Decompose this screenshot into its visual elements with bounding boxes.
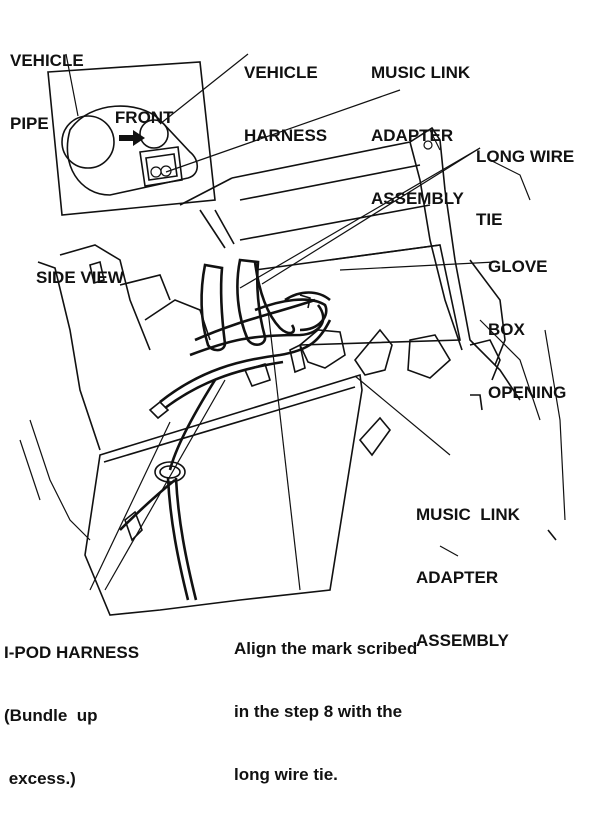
music-link-adapter-label-bottom: MUSIC LINK ADAPTER ASSEMBLY [416, 462, 520, 693]
glove-box-opening-label: GLOVE BOX OPENING [488, 214, 566, 445]
side-view-inset [47, 61, 235, 249]
diagram-canvas: VEHICLE PIPE VEHICLE HARNESS MUSIC LINK … [4, 8, 574, 788]
label-line: PIPE [10, 114, 49, 133]
label-line: ADAPTER [416, 568, 499, 587]
label-line: OPENING [488, 383, 567, 402]
vehicle-harness-label: VEHICLE HARNESS [244, 20, 327, 188]
harness-bundle [119, 291, 332, 531]
front-label: FRONT [96, 86, 173, 170]
label-line: GLOVE [488, 257, 548, 276]
label-line: VEHICLE [10, 51, 84, 70]
label-line: ASSEMBLY [416, 631, 509, 650]
label-line: ASSEMBLY [371, 189, 464, 208]
label-line: TIE [476, 210, 503, 229]
long-wire-ties [200, 258, 296, 352]
label-line: long wire tie. [234, 765, 338, 784]
label-line: LONG WIRE [476, 147, 575, 166]
label-line: (Bundle up [4, 706, 98, 725]
label-line: HARNESS [244, 126, 328, 145]
side-view-label: SIDE VIEW [36, 225, 124, 330]
label-line: BOX [488, 320, 525, 339]
ipod-harness-label: I-POD HARNESS (Bundle up excess.) [4, 600, 139, 831]
label-line: excess.) [4, 769, 76, 788]
align-mark-note: Align the mark scribed in the step 8 wit… [234, 596, 417, 827]
long-wire-tie-label: LONG WIRE TIE [476, 104, 574, 272]
label-line: Align the mark scribed [234, 639, 418, 658]
glove-box-door [84, 373, 363, 616]
label-line: SIDE VIEW [36, 268, 124, 287]
leader-lines [65, 53, 496, 591]
label-line: I-POD HARNESS [4, 643, 140, 662]
right-arrow-icon [118, 130, 145, 146]
music-link-adapter-label-top: MUSIC LINK ADAPTER ASSEMBLY [371, 20, 470, 251]
label-line: in the step 8 with the [234, 702, 403, 721]
left-console-outline [19, 244, 211, 541]
label-line: MUSIC LINK [371, 63, 471, 82]
installation-illustration [19, 53, 566, 616]
label-line: VEHICLE [244, 63, 318, 82]
label-line: MUSIC LINK [416, 505, 520, 524]
dashboard-outline [179, 126, 566, 557]
vehicle-pipe-label: VEHICLE PIPE [10, 8, 84, 176]
label-line: ADAPTER [371, 126, 454, 145]
front-text: FRONT [114, 108, 174, 127]
